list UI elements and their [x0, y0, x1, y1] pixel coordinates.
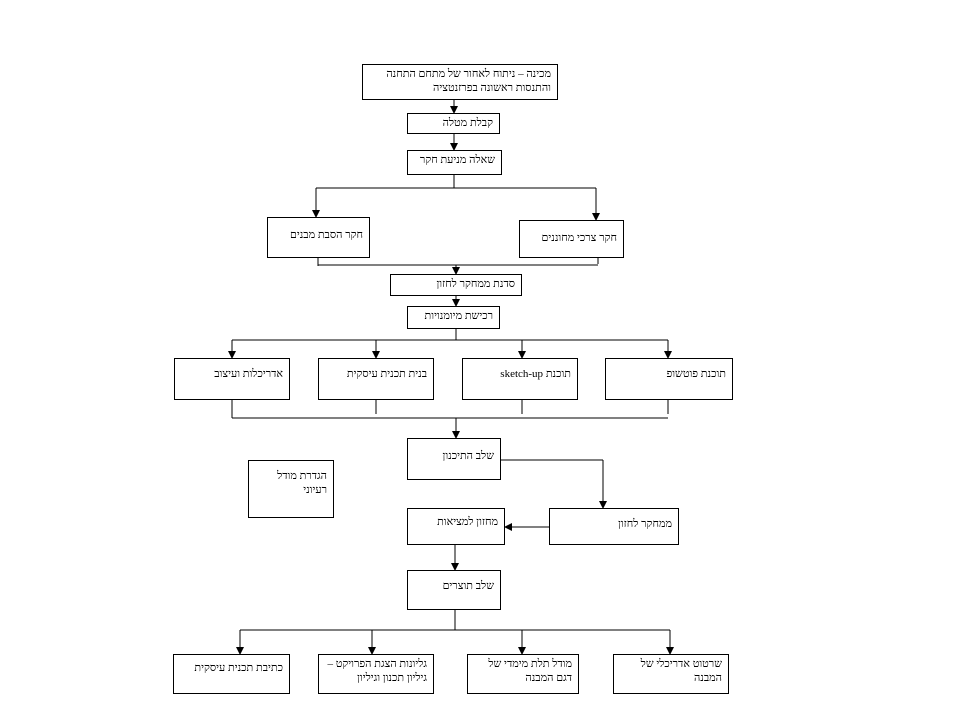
- box-env-research-label: חקר הסבת מבנים: [289, 229, 363, 241]
- box-products-stage: שלב תוצרים: [407, 570, 501, 610]
- box-model-3d: מודל תלת מימדי של דגם המבנה: [467, 654, 579, 694]
- box-research-to-vision: ממחקר לחזון: [549, 508, 679, 545]
- box-business-plan-label: בנית תכנית עיסקית: [346, 368, 427, 380]
- box-task: קבלת מטלה: [407, 113, 500, 134]
- box-task-label: קבלת מטלה: [442, 117, 493, 129]
- box-photoshop: תוכנת פוטשופ: [605, 358, 733, 400]
- box-architecture: אדריכלות ועיצוב: [174, 358, 290, 400]
- box-business-plan: בנית תכנית עיסקית: [318, 358, 434, 400]
- box-visitor-research-label: חקר צרכי מחוננים: [541, 232, 617, 244]
- box-vision-to-reality: מחזון למציאות: [407, 508, 505, 545]
- box-question: שאלה מניעת חקר: [407, 150, 502, 175]
- box-prep: מכינה – ניתוח לאחור של מתחם התחנה והתנסו…: [362, 64, 558, 100]
- box-planning-stage-label: שלב התיכנון: [442, 450, 494, 462]
- box-visitor-research: חקר צרכי מחוננים: [519, 220, 624, 258]
- box-prep-label: מכינה – ניתוח לאחור של מתחם התחנה והתנסו…: [386, 68, 551, 94]
- box-business-writing: כתיבת תכנית עיסקית: [173, 654, 290, 694]
- box-skills-label: רכישת מיומנויות: [424, 310, 493, 322]
- box-presentation-sheets-label: גליונות הצגת הפרויקט – גיליון תכנון וגיל…: [327, 658, 427, 684]
- box-env-research: חקר הסבת מבנים: [267, 217, 370, 258]
- box-architecture-label: אדריכלות ועיצוב: [214, 368, 283, 380]
- box-workshop: סדנת ממחקר לחזון: [390, 274, 522, 296]
- box-business-writing-label: כתיבת תכנית עיסקית: [194, 662, 283, 674]
- box-research-to-vision-label: ממחקר לחזון: [618, 518, 672, 530]
- box-architectural-drawing: שרטוט אדריכלי של המבנה: [613, 654, 729, 694]
- box-planning-stage: שלב התיכנון: [407, 438, 501, 480]
- box-workshop-label: סדנת ממחקר לחזון: [436, 278, 515, 290]
- box-question-label: שאלה מניעת חקר: [419, 154, 495, 166]
- box-sketchup: תוכנת sketch-up: [462, 358, 578, 400]
- box-sketchup-label: תוכנת sketch-up: [500, 368, 571, 380]
- box-architectural-drawing-label: שרטוט אדריכלי של המבנה: [640, 658, 722, 684]
- box-model-definition-label: הגדרת מודל רעיוני: [277, 470, 327, 496]
- box-photoshop-label: תוכנת פוטשופ: [666, 368, 726, 380]
- box-products-stage-label: שלב תוצרים: [442, 580, 494, 592]
- box-skills: רכישת מיומנויות: [407, 306, 500, 329]
- box-model-definition: הגדרת מודל רעיוני: [248, 460, 334, 518]
- box-presentation-sheets: גליונות הצגת הפרויקט – גיליון תכנון וגיל…: [318, 654, 434, 694]
- box-model-3d-label: מודל תלת מימדי של דגם המבנה: [488, 658, 572, 684]
- box-vision-to-reality-label: מחזון למציאות: [437, 516, 498, 528]
